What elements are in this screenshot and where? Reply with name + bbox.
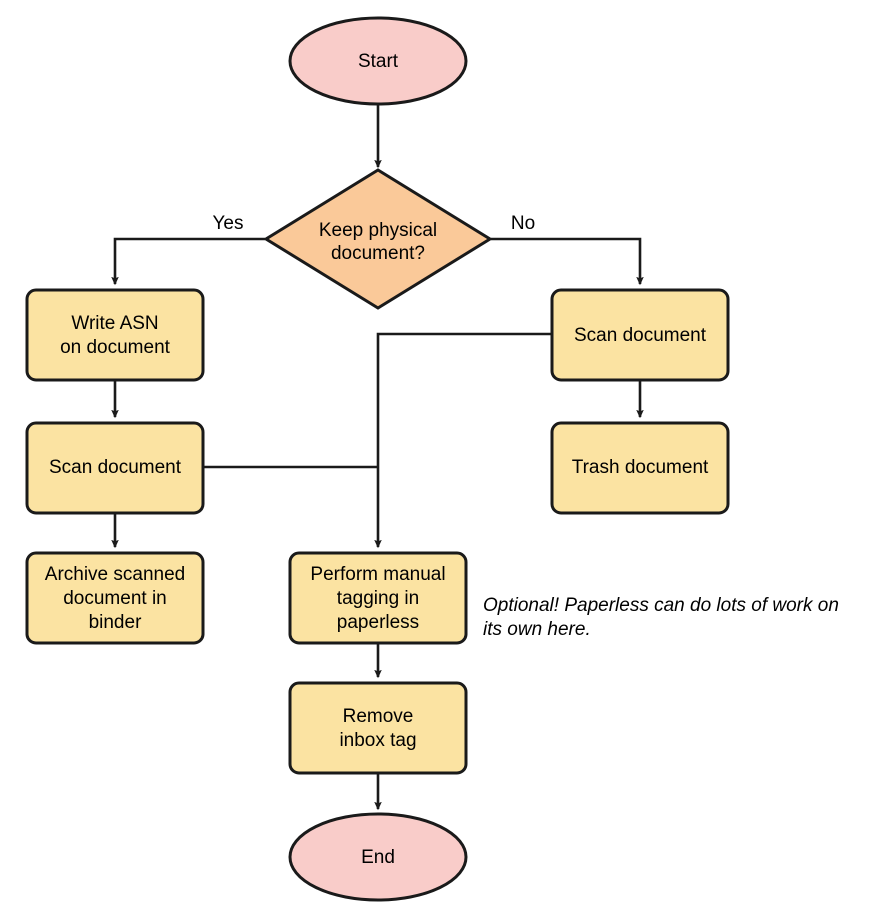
edges-layer — [111, 100, 644, 811]
remove-inbox-label-line1: Remove — [343, 706, 414, 727]
scan-document-left-box-shape — [25, 421, 205, 515]
manual-tagging-box-shape — [288, 551, 468, 645]
scan-document-right-box-shape — [550, 288, 730, 382]
manual-tagging-label-line2: tagging in — [337, 588, 419, 609]
start-ellipse-shape — [288, 16, 468, 106]
scan-document-left-label: Scan document — [49, 457, 182, 478]
edge-label-yes: Yes — [213, 213, 244, 234]
edge-decision-yes-to-write-asn — [111, 237, 265, 286]
trash-document-label: Trash document — [572, 457, 709, 478]
start-label: Start — [358, 51, 399, 72]
remove-inbox-label-line2: inbox tag — [339, 730, 416, 751]
node-perform-manual-tagging[interactable]: Perform manual tagging in paperless — [288, 551, 468, 645]
node-trash-document[interactable]: Trash document — [550, 421, 730, 515]
decision-label-line2: document? — [331, 243, 425, 264]
archive-label-line1: Archive scanned — [45, 564, 185, 585]
write-asn-box-shape — [25, 288, 205, 382]
node-decision-keep-physical-document[interactable]: Keep physical document? — [263, 168, 493, 310]
edge-label-no: No — [511, 213, 535, 234]
end-label: End — [361, 847, 395, 868]
archive-box-shape — [25, 551, 205, 645]
archive-label-line3: binder — [89, 612, 142, 633]
end-ellipse-shape — [288, 812, 468, 902]
edge-labels-layer: Yes No — [213, 213, 536, 234]
node-start[interactable]: Start — [288, 16, 468, 106]
node-remove-inbox-tag[interactable]: Remove inbox tag — [288, 681, 468, 775]
node-scan-document-right[interactable]: Scan document — [550, 288, 730, 382]
annotation-line1: Optional! Paperless can do lots of work … — [483, 595, 839, 616]
scan-document-right-label: Scan document — [574, 325, 707, 346]
manual-tagging-label-line3: paperless — [337, 612, 419, 633]
edge-scan-right-to-manual-tagging — [374, 332, 552, 549]
manual-tagging-label-line1: Perform manual — [310, 564, 445, 585]
decision-diamond-shape — [263, 168, 493, 310]
write-asn-label-line2: on document — [60, 337, 171, 358]
node-end[interactable]: End — [288, 812, 468, 902]
node-archive-scanned-document[interactable]: Archive scanned document in binder — [25, 551, 205, 645]
annotation-line2: its own here. — [483, 619, 591, 640]
trash-document-box-shape — [550, 421, 730, 515]
remove-inbox-box-shape — [288, 681, 468, 775]
write-asn-label-line1: Write ASN — [71, 313, 158, 334]
archive-label-line2: document in — [63, 588, 167, 609]
decision-label-line1: Keep physical — [319, 220, 437, 241]
edge-decision-no-to-scan-right — [491, 237, 644, 286]
node-scan-document-left[interactable]: Scan document — [25, 421, 205, 515]
annotation-optional-paperless: Optional! Paperless can do lots of work … — [483, 595, 839, 640]
node-write-asn-on-document[interactable]: Write ASN on document — [25, 288, 205, 382]
